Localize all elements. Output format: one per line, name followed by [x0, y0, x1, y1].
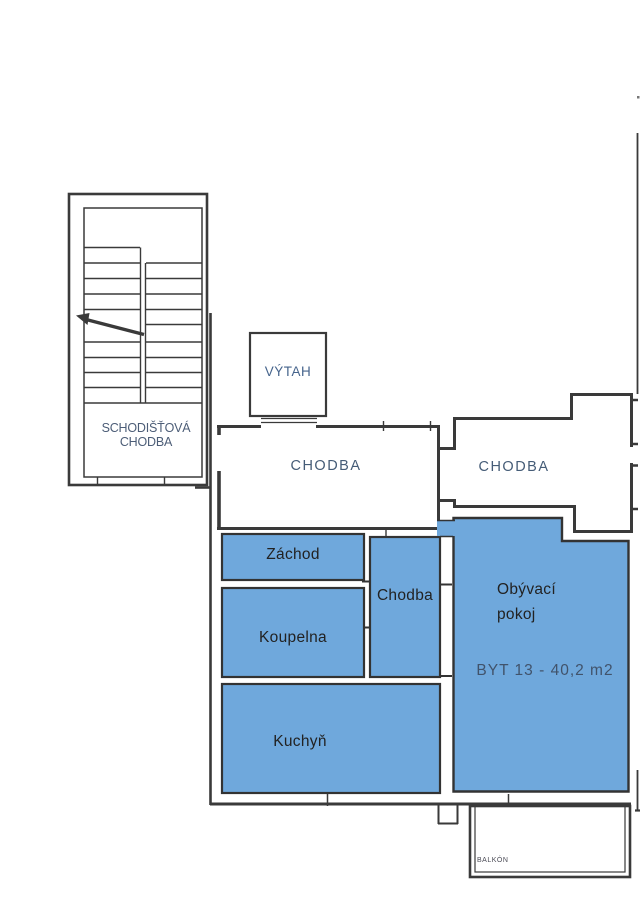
neighbour-wall	[635, 96, 640, 812]
building-left-wall	[195, 313, 212, 805]
living-room-label-line1: Obývací	[497, 581, 556, 598]
stair-steps-right	[146, 262, 202, 389]
corridor-right-label: CHODBA	[478, 459, 550, 475]
kitchen-label: Kuchyň	[273, 733, 327, 750]
stair-steps-left	[84, 246, 202, 404]
stairs-direction-arrow-icon	[76, 313, 145, 337]
stairwell-label-line1: SCHODIŠŤOVÁ	[101, 421, 191, 435]
room-bathroom-area	[220, 586, 366, 679]
hallway-living-doorway	[437, 521, 455, 536]
bottom-door-jambs	[326, 794, 510, 806]
corridor-left-label: CHODBA	[290, 458, 362, 474]
corridor-left-walls	[217, 421, 440, 537]
room-hallway-area	[368, 535, 442, 679]
corridor-right-walls	[440, 393, 638, 533]
living-room-label-line2: pokoj	[497, 605, 536, 623]
corridor-right-door-jambs	[632, 398, 638, 511]
stairwell-outer-wall	[67, 192, 209, 487]
balcony-label: BALKÓN	[477, 857, 509, 864]
apartment-size-label: BYT 13 - 40,2 m2	[476, 662, 614, 679]
bathroom-label: Koupelna	[259, 629, 327, 646]
bottom-wall-notch	[437, 805, 459, 825]
room-kitchen-area	[220, 682, 442, 795]
apartment-rooms	[220, 516, 630, 795]
toilet-label: Záchod	[266, 546, 320, 563]
stair-center-divider	[139, 247, 147, 403]
bottom-exterior-wall	[210, 794, 631, 825]
living-room-label: Obývací pokoj	[497, 578, 587, 627]
balcony-area	[468, 804, 632, 879]
elevator-label: VÝTAH	[264, 364, 312, 379]
room-living-area	[452, 516, 630, 793]
room-toilet-area	[220, 532, 366, 582]
corridor-left-door-jambs	[382, 421, 432, 537]
elevator-shaft	[248, 331, 328, 424]
stairwell-area	[67, 192, 209, 487]
stairwell-label: SCHODIŠŤOVÁ CHODBA	[83, 421, 209, 449]
stairwell-label-line2: CHODBA	[119, 435, 173, 449]
elevator-door-sill	[261, 417, 317, 424]
room-door-jambs	[362, 580, 452, 677]
stairwell-door-jambs	[96, 477, 166, 485]
hallway-label: Chodba	[376, 587, 434, 604]
